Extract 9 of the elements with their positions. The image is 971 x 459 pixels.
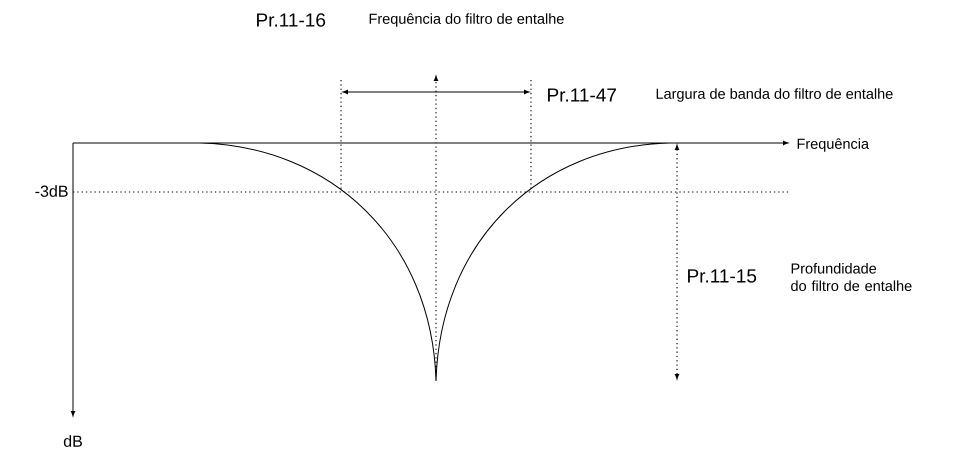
parameter-label: Pr.11-16 (257, 13, 326, 27)
description-label: Largura de banda do filtro de entalhe (656, 88, 893, 102)
axis-label: Frequência (798, 138, 870, 152)
parameter-label: Pr.11-15 (688, 269, 756, 283)
description-label: Profundidade do filtro de entalhe (791, 262, 912, 292)
axis-label: dB (64, 435, 82, 447)
level-label: -3dB (35, 185, 68, 197)
description-label: Frequência do filtro de entalhe (370, 13, 564, 27)
parameter-label: Pr.11-47 (548, 88, 616, 102)
